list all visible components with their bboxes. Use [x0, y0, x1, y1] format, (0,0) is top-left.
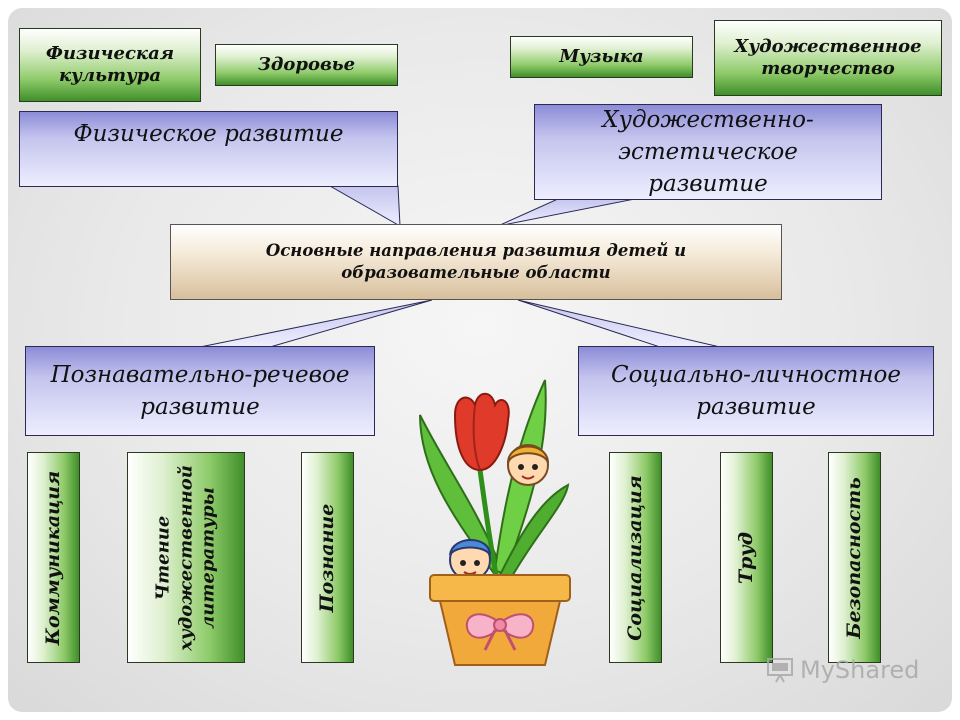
pot-body — [438, 600, 562, 666]
box-labor: Труд — [720, 452, 773, 663]
stem — [477, 469, 501, 586]
leaf-left — [419, 414, 502, 577]
box-health: Здоровье — [215, 44, 398, 86]
callout-physical-development: Физическое развитие — [19, 111, 398, 187]
connector-social — [517, 299, 721, 348]
box-communication-label: Коммуникация — [41, 470, 64, 645]
box-music: Музыка — [510, 36, 693, 78]
watermark-text: MyShared — [800, 656, 920, 684]
leaf-right-lower — [498, 483, 570, 582]
connector-aesthetic — [497, 197, 641, 227]
presentation-icon — [767, 658, 793, 683]
box-socialization: Социализация — [609, 452, 662, 663]
pot-rim — [429, 574, 571, 602]
box-socialization-label: Социализация — [623, 474, 646, 641]
callout-aesthetic-development: Художественно-эстетическое развитие — [534, 104, 882, 200]
box-safety-label: Безопасность — [842, 476, 865, 639]
connector-cognitive — [199, 299, 433, 348]
tulip-pot-illustration — [419, 379, 571, 666]
callout-social-personal-development: Социально-личностное развитие — [578, 346, 934, 436]
box-reading-fiction: Чтение художественной литературы — [127, 452, 245, 663]
center-main-directions: Основные направления развития детей и об… — [170, 224, 782, 300]
box-art-creativity: Художественное творчество — [714, 20, 942, 96]
connector-physical — [328, 185, 401, 227]
box-cognition: Познание — [301, 452, 354, 663]
box-reading-fiction-label: Чтение художественной литературы — [152, 464, 219, 651]
watermark: MyShared — [766, 656, 919, 684]
box-labor-label: Труд — [734, 531, 757, 584]
box-cognition-label: Познание — [315, 503, 338, 612]
box-communication: Коммуникация — [27, 452, 80, 663]
tulip-flower — [453, 392, 510, 472]
callout-cognitive-speech-development: Познавательно-речевое развитие — [25, 346, 375, 436]
box-safety: Безопасность — [828, 452, 881, 663]
box-physical-culture: Физическая культура — [19, 28, 201, 102]
